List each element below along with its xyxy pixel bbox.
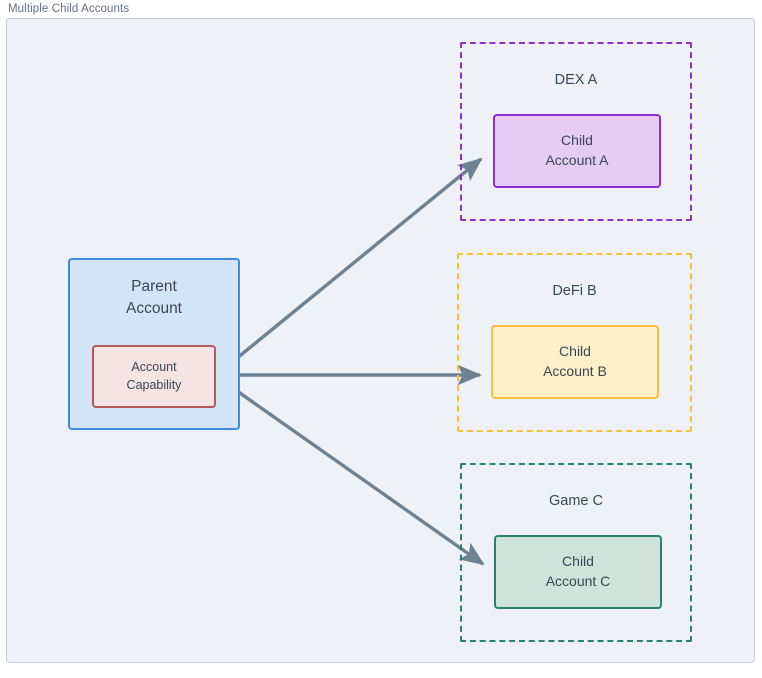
group-dex-a-label: DEX A [554, 72, 598, 88]
node-child-account-c-line1: Child [562, 553, 594, 570]
node-account-capability[interactable]: Account Capability [92, 345, 216, 408]
node-account-capability-line1: Account [131, 359, 177, 374]
node-child-account-a-line1: Child [561, 132, 593, 149]
node-child-account-c[interactable]: Child Account C [494, 535, 662, 609]
node-parent-account-line2: Account [125, 300, 182, 317]
group-defi-b-label: DeFi B [552, 283, 597, 299]
node-child-account-b[interactable]: Child Account B [491, 325, 659, 399]
group-game-c: Game C [460, 463, 692, 642]
group-game-c-label: Game C [549, 493, 603, 509]
node-child-account-a-line2: Account A [545, 152, 609, 168]
node-child-account-b-line1: Child [559, 343, 591, 360]
diagram-title: Multiple Child Accounts [8, 3, 130, 15]
node-child-account-c-line2: Account C [545, 573, 611, 589]
group-dex-a: DEX A [460, 42, 692, 221]
node-parent-account-line1: Parent [131, 278, 177, 295]
node-account-capability-line2: Capability [126, 377, 182, 392]
group-defi-b: DeFi B [457, 253, 692, 432]
node-child-account-a[interactable]: Child Account A [493, 114, 661, 188]
node-child-account-b-line2: Account B [543, 363, 607, 379]
